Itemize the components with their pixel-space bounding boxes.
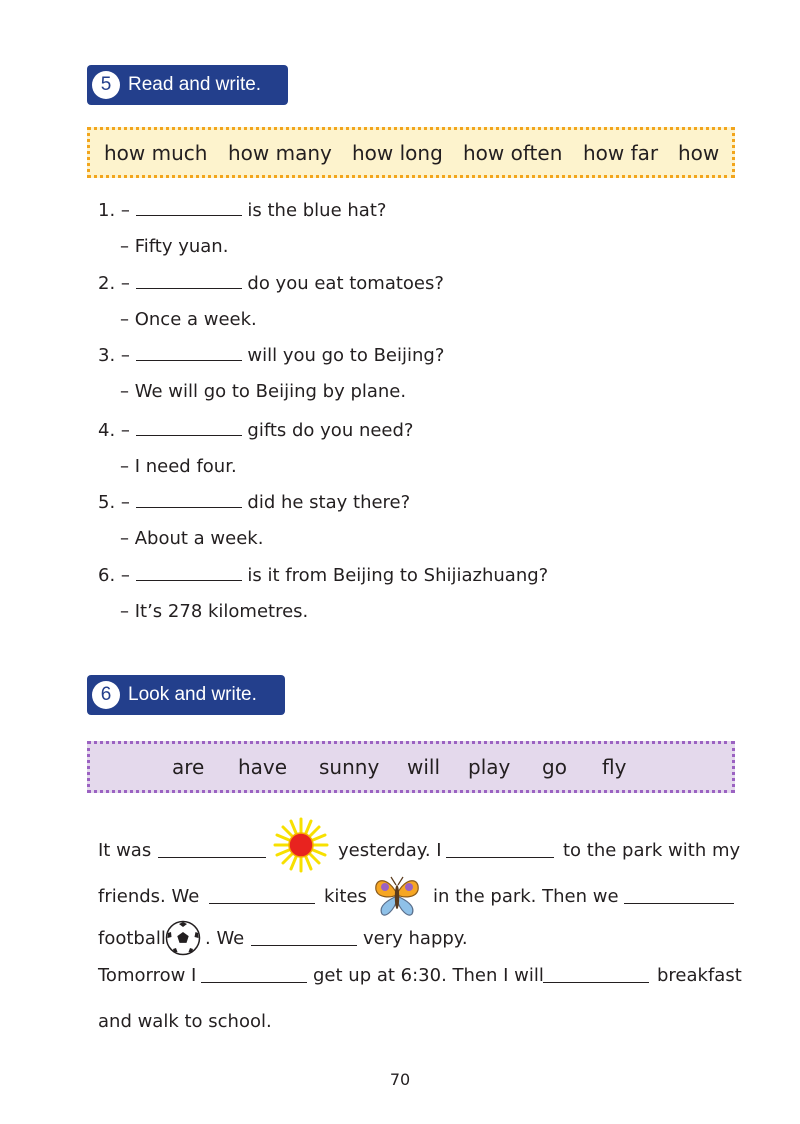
answer-blank[interactable] [201,967,307,983]
passage-text: in the park. Then we [433,886,619,907]
answer-1: – Fifty yuan. [120,236,229,257]
answer-blank[interactable] [624,888,734,904]
word-option: play [468,755,511,779]
section-6-number: 6 [92,681,120,709]
word-box-5: how much how many how long how often how… [87,127,735,178]
answer-blank[interactable] [251,930,357,946]
word-option: how far [583,140,659,165]
football-icon [165,920,201,956]
butterfly-kite-icon [375,876,419,916]
word-option: how [678,140,720,165]
passage-text: to the park with my [563,840,741,861]
answer-blank[interactable] [135,200,242,216]
section-5-number: 5 [92,71,120,99]
answer-5: – About a week. [120,528,264,549]
answer-2: – Once a week. [120,309,257,330]
passage-text: friends. We [98,886,200,907]
answer-6: – It’s 278 kilometres. [120,601,309,622]
section-5-title: Read and write. [128,74,262,95]
answer-3: – We will go to Beijing by plane. [120,381,407,402]
passage-text: yesterday. I [338,840,442,861]
word-option: how often [463,140,563,165]
word-option: are [172,755,205,779]
answer-blank[interactable] [135,345,242,361]
word-option: how long [352,140,443,165]
section-5-header: 5 Read and write. [87,65,288,105]
word-option: go [542,755,567,779]
question-3: 3. – will you go to Beijing? [98,345,445,366]
question-6: 6. – is it from Beijing to Shijiazhuang? [98,565,549,586]
word-option: sunny [319,755,380,779]
section-6-header: 6 Look and write. [87,675,285,715]
passage-text: breakfast [657,965,742,986]
answer-blank[interactable] [158,842,266,858]
sun-icon [273,817,329,873]
answer-blank[interactable] [135,420,242,436]
question-1: 1. – is the blue hat? [98,200,387,221]
word-box-6: are have sunny will play go fly [87,741,735,793]
passage-text: and walk to school. [98,1011,272,1032]
passage-text: kites [324,886,367,907]
question-5: 5. – did he stay there? [98,492,411,513]
answer-4: – I need four. [120,456,237,477]
question-4: 4. – gifts do you need? [98,420,414,441]
passage-text: very happy. [363,928,468,949]
word-option: will [407,755,441,779]
page-number: 70 [389,1070,411,1089]
section-6-title: Look and write. [128,684,257,705]
passage-text: Tomorrow I [98,965,197,986]
word-option: have [238,755,288,779]
answer-blank[interactable] [135,492,242,508]
question-2: 2. – do you eat tomatoes? [98,273,444,294]
word-option: how much [104,140,208,165]
answer-blank[interactable] [543,967,649,983]
answer-blank[interactable] [135,273,242,289]
passage-text: football [98,928,166,949]
passage-text: . We [205,928,245,949]
answer-blank[interactable] [135,565,242,581]
word-option: how many [228,140,332,165]
passage-text: It was [98,840,152,861]
passage-text: get up at 6:30. Then I will [313,965,544,986]
answer-blank[interactable] [446,842,554,858]
answer-blank[interactable] [209,888,315,904]
word-option: fly [602,755,627,779]
